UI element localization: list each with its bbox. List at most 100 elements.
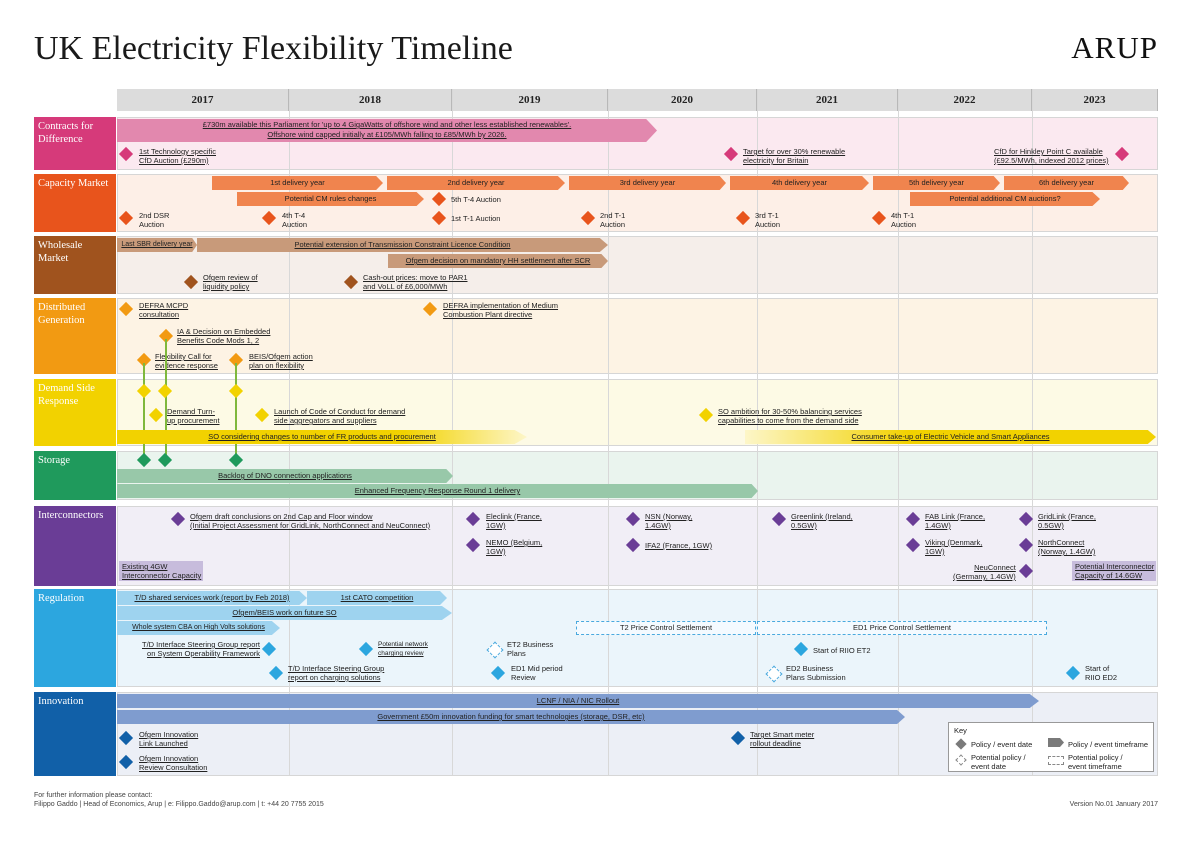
cm-auction-label: 2nd DSR Auction [139, 211, 170, 229]
cm-auction-label: 1st T-1 Auction [451, 214, 501, 223]
ic-nsn-label: NSN (Norway, 1.4GW) [645, 512, 693, 530]
ic-fablink-label: FAB Link (France, 1.4GW) [925, 512, 986, 530]
dsr-ev-bar: Consumer take-up of Electric Vehicle and… [745, 430, 1156, 444]
legend-box [948, 722, 1154, 772]
gridline [608, 89, 609, 775]
ic-greenlink-label: Greenlink (Ireland, 0.5GW) [791, 512, 853, 530]
cm-additional-bar: Potential additional CM auctions? [910, 192, 1100, 206]
storage-efr-bar: Enhanced Frequency Response Round 1 deli… [117, 484, 758, 498]
row-reg-bg [117, 589, 1158, 687]
reg-et2-label: ET2 Business Plans [507, 640, 554, 658]
ic-existing-box: Existing 4GW Interconnector Capacity [119, 561, 203, 581]
inn-smartmeter-label: Target Smart meter rollout deadline [750, 730, 815, 748]
dsr-so-label: SO ambition for 30-50% balancing service… [718, 407, 862, 425]
cfd-target-label: Target for over 30% renewable electricit… [743, 147, 846, 165]
reg-riioed2-label: Start of RIIO ED2 [1085, 664, 1118, 682]
row-label-innovation: Innovation [34, 692, 116, 776]
row-label-dsr: Demand Side Response [34, 379, 116, 446]
inn-funding-bar: Government £50m innovation funding for s… [117, 710, 905, 724]
cm-auction-label: 4th T-1 Auction [891, 211, 917, 229]
wholesale-sbr-bar: Last SBR delivery year [117, 238, 197, 252]
ic-nemo-label: NEMO (Belgium, 1GW) [486, 538, 543, 556]
ic-ifa2-label: IFA2 (France, 1GW) [645, 541, 713, 550]
cm-auction-label: 5th T-4 Auction [451, 195, 501, 204]
row-label-cm: Capacity Market [34, 174, 116, 232]
cm-delivery-6: 6th delivery year [1004, 176, 1129, 190]
cfd-bar-text-1: £730m available this Parliament for 'up … [202, 120, 572, 129]
reg-ed2plans-label: ED2 Business Plans Submission [786, 664, 846, 682]
row-label-interconnectors: Interconnectors [34, 506, 116, 586]
dg-mcp-label: DEFRA implementation of Medium Combustio… [443, 301, 559, 319]
footer-version: Version No.01 January 2017 [1069, 801, 1158, 808]
legend-potential-timeframe-icon [1048, 756, 1064, 765]
ic-capfloor-label: Ofgem draft conclusions on 2nd Cap and F… [190, 512, 431, 530]
reg-riioet2-label: Start of RIIO ET2 [813, 646, 871, 655]
reg-ed1-bar: ED1 Price Control Settlement [757, 621, 1047, 635]
cfd-bar-text-2: Offshore wind capped initially at £105/M… [267, 130, 507, 139]
legend-potential-timeframe-label: Potential policy / event timeframe [1068, 753, 1123, 771]
reg-tdi2-label: T/D Interface Steering Group report on c… [288, 664, 385, 682]
ic-eleclink-label: Eleclink (France, 1GW) [486, 512, 542, 530]
row-label-regulation: Regulation [34, 589, 116, 687]
wholesale-cashout-label: Cash-out prices: move to PAR1 and VoLL o… [363, 273, 468, 291]
cm-delivery-1: 1st delivery year [212, 176, 383, 190]
legend-timeframe-icon [1048, 738, 1064, 747]
page-title: UK Electricity Flexibility Timeline [34, 30, 513, 67]
reg-t2-bar: T2 Price Control Settlement [576, 621, 756, 635]
cm-auction-label: 4th T-4 Auction [282, 211, 308, 229]
dg-flexcall-label: Flexibility Call for evidence response [155, 352, 218, 370]
year-2017: 2017 [117, 89, 289, 111]
cfd-budget-bar: £730m available this Parliament for 'up … [117, 119, 657, 142]
wholesale-hh-bar: Ofgem decision on mandatory HH settlemen… [388, 254, 608, 268]
connector-line [165, 339, 167, 461]
dsr-code-label: Launch of Code of Conduct for demand sid… [274, 407, 406, 425]
row-dg-bg [117, 298, 1158, 374]
reg-charging-label: Potential network charging review [378, 641, 428, 657]
cm-delivery-4: 4th delivery year [730, 176, 869, 190]
row-label-wholesale: Wholesale Market [34, 236, 116, 294]
dsr-fr-bar: SO considering changes to number of FR p… [117, 430, 527, 444]
cfd-auction-label: 1st Technology specific CfD Auction (£29… [139, 147, 216, 165]
wholesale-review-label: Ofgem review of liquidity policy [203, 273, 258, 291]
storage-backlog-bar: Backlog of DNO connection applications [117, 469, 453, 483]
reg-cato-bar: 1st CATO competition [307, 591, 447, 605]
inn-link-label: Ofgem Innovation Link Launched [139, 730, 199, 748]
inn-review-label: Ofgem Innovation Review Consultation [139, 754, 208, 772]
cm-delivery-2: 2nd delivery year [387, 176, 565, 190]
ic-gridlink-label: GridLink (France, 0.5GW) [1038, 512, 1096, 530]
reg-tdi-label: T/D Interface Steering Group report on S… [142, 640, 260, 658]
ic-potential-box: Potential Interconnector Capacity of 14.… [1072, 561, 1156, 581]
wholesale-tclc-bar: Potential extension of Transmission Cons… [197, 238, 608, 252]
year-2019: 2019 [452, 89, 608, 111]
reg-ed1mid-label: ED1 Mid period Review [511, 664, 563, 682]
footer-contact-heading: For further information please contact: [34, 792, 153, 799]
dsr-turnup-label: Demand Turn- up procurement [167, 407, 220, 425]
cm-delivery-3: 3rd delivery year [569, 176, 726, 190]
footer-contact-details: Filippo Gaddo | Head of Economics, Arup … [34, 801, 324, 808]
legend-title: Key [954, 726, 967, 735]
connector-line [235, 363, 237, 461]
dg-mcpd-label: DEFRA MCPD consultation [139, 301, 189, 319]
ic-northconnect-label: NorthConnect (Norway, 1.4GW) [1038, 538, 1096, 556]
legend-potential-event-label: Potential policy / event date [971, 753, 1026, 771]
cfd-hinkley-label: CfD for Hinkley Point C available (£92.5… [994, 147, 1109, 165]
row-label-storage: Storage [34, 451, 116, 500]
legend-event-label: Policy / event date [971, 740, 1033, 749]
year-2020: 2020 [608, 89, 757, 111]
reg-shared-bar: T/D shared services work (report by Feb … [117, 591, 307, 605]
arup-logo: ARUP [1071, 30, 1158, 65]
cm-rules-bar: Potential CM rules changes [237, 192, 424, 206]
row-label-cfd: Contracts for Difference [34, 117, 116, 170]
connector-line [143, 363, 145, 461]
year-2018: 2018 [289, 89, 452, 111]
dg-embedded-label: IA & Decision on Embedded Benefits Code … [177, 327, 271, 345]
cm-auction-label: 2nd T-1 Auction [600, 211, 626, 229]
reg-futureso-bar: Ofgem/BEIS work on future SO [117, 606, 452, 620]
year-2021: 2021 [757, 89, 898, 111]
cm-delivery-5: 5th delivery year [873, 176, 1000, 190]
legend-timeframe-label: Policy / event timeframe [1068, 740, 1149, 749]
ic-neuconnect-label: NeuConnect (Germany, 1.4GW) [953, 563, 1016, 581]
year-2023: 2023 [1032, 89, 1158, 111]
inn-lcnf-bar: LCNF / NIA / NIC Rollout [117, 694, 1039, 708]
dg-actionplan-label: BEIS/Ofgem action plan on flexibility [249, 352, 313, 370]
